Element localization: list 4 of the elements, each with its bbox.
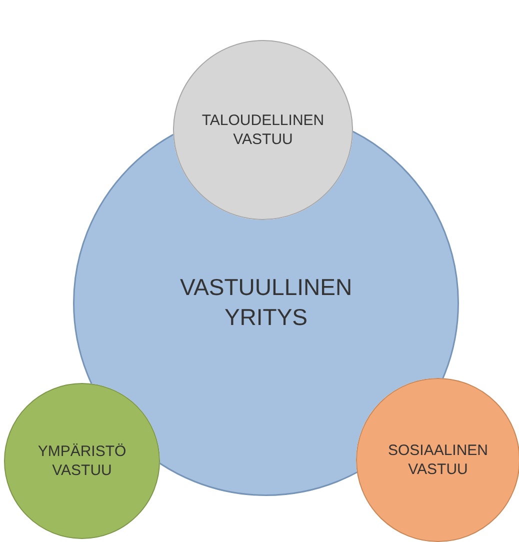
node-label: VASTUULLINEN YRITYS	[178, 273, 354, 332]
node-label: TALOUDELLINEN VASTUU	[200, 110, 326, 150]
node-label: SOSIAALINEN VASTUU	[386, 440, 490, 480]
node-label: YMPÄRISTÖ VASTUU	[36, 442, 128, 480]
